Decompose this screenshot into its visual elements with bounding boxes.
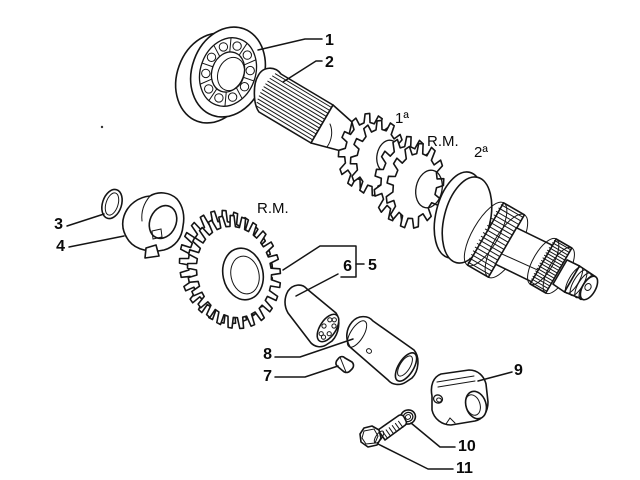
leader-line-7 (274, 365, 339, 378)
roll-pin-part-7 (335, 355, 355, 374)
callout-6-label: 6 (343, 258, 352, 275)
block-part-9 (430, 369, 489, 426)
print-speck (100, 125, 104, 129)
leader-line-4 (68, 235, 125, 248)
leader-lines (66, 38, 513, 470)
callout-8-label: 8 (263, 346, 272, 363)
callout-9-label: 9 (514, 362, 523, 379)
second-gear-label: 2ª (474, 144, 488, 161)
first-gear-label: 1ª (395, 110, 409, 127)
leader-line-9 (477, 371, 513, 382)
leader-line-5-bracket (282, 245, 357, 278)
callout-1-label: 1 (325, 32, 334, 49)
bolt-part-11 (359, 414, 408, 448)
callout-7-label: 7 (263, 368, 272, 385)
leader-line-1 (257, 38, 323, 51)
callout-10-label: 10 (458, 438, 476, 455)
leader-line-6 (295, 273, 339, 297)
washer-part-10 (399, 409, 417, 425)
labels: 1 2 3 4 5 6 7 8 9 10 11 1ª R.M. 2ª R.M. (54, 32, 523, 477)
leader-line-11 (377, 443, 454, 470)
input-shaft-part-2 (253, 67, 599, 301)
leader-line-10 (410, 422, 456, 448)
callout-3-label: 3 (54, 216, 63, 233)
bushing-part-4 (121, 192, 185, 259)
pin-part-8 (346, 315, 419, 386)
callout-5-label: 5 (368, 257, 377, 274)
snap-ring-part-3 (101, 188, 123, 220)
leader-line-3 (66, 213, 105, 227)
reverse-idler-gear (178, 209, 282, 330)
reverse-gear-label-shaft: R.M. (427, 133, 459, 150)
needle-cage-part-6 (284, 284, 340, 348)
leader-line-8 (274, 338, 354, 358)
callout-4-label: 4 (56, 238, 65, 255)
callout-2-label: 2 (325, 54, 334, 71)
callout-11-label: 11 (456, 460, 473, 477)
leader-line-2 (282, 60, 323, 83)
reverse-gear-label-idler: R.M. (257, 200, 289, 217)
